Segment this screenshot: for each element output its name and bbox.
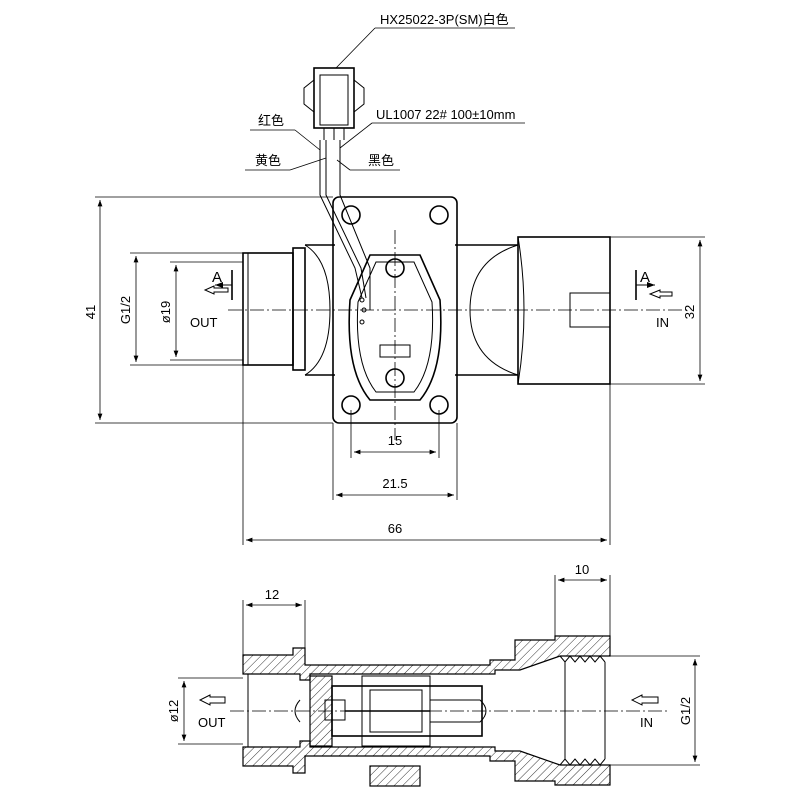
dim-32: 32 — [682, 305, 697, 319]
section-a-left: A — [212, 269, 222, 286]
dim-12: 12 — [265, 587, 279, 602]
upper-wall — [242, 635, 611, 681]
cable-label: UL1007 22# 100±10mm — [376, 107, 515, 122]
wire-yellow — [325, 140, 367, 299]
dim-10: 10 — [575, 562, 589, 577]
wire-black-label: 黑色 — [368, 153, 394, 168]
dim-15: 15 — [388, 433, 402, 448]
section-in-label: IN — [640, 715, 653, 730]
top-view: HX25022-3P(SM)白色 UL1007 22# 100±10mm 红色 … — [83, 12, 705, 545]
in-body — [517, 236, 611, 385]
dim-41: 41 — [83, 305, 98, 319]
section-a-right: A — [640, 269, 650, 286]
wire-red-label: 红色 — [258, 113, 284, 128]
in-thread — [559, 655, 606, 766]
lower-wall — [242, 740, 611, 786]
connector-housing — [303, 67, 365, 140]
connector-label: HX25022-3P(SM)白色 — [380, 12, 509, 27]
dim-d12: ø12 — [166, 700, 181, 722]
out-arrow-icon — [203, 285, 229, 295]
section-view: OUT IN 12 10 ø12 G1/2 — [166, 562, 700, 787]
dim-21-5: 21.5 — [382, 476, 407, 491]
dim-d19: ø19 — [158, 301, 173, 323]
top-in-label: IN — [656, 315, 669, 330]
section-in-arrow-icon — [630, 694, 659, 706]
dim-g12-in: G1/2 — [678, 697, 693, 725]
dim-g12-out: G1/2 — [118, 296, 133, 324]
dim-66: 66 — [388, 521, 402, 536]
top-out-label: OUT — [190, 315, 218, 330]
out-thread-body — [242, 247, 306, 371]
wire-yellow-label: 黄色 — [255, 153, 281, 168]
wire-red — [319, 140, 363, 299]
in-arrow-icon — [648, 289, 673, 299]
section-out-label: OUT — [198, 715, 226, 730]
bottom-boss — [369, 765, 421, 787]
section-out-arrow-icon — [198, 694, 226, 706]
wire-black — [339, 140, 371, 310]
